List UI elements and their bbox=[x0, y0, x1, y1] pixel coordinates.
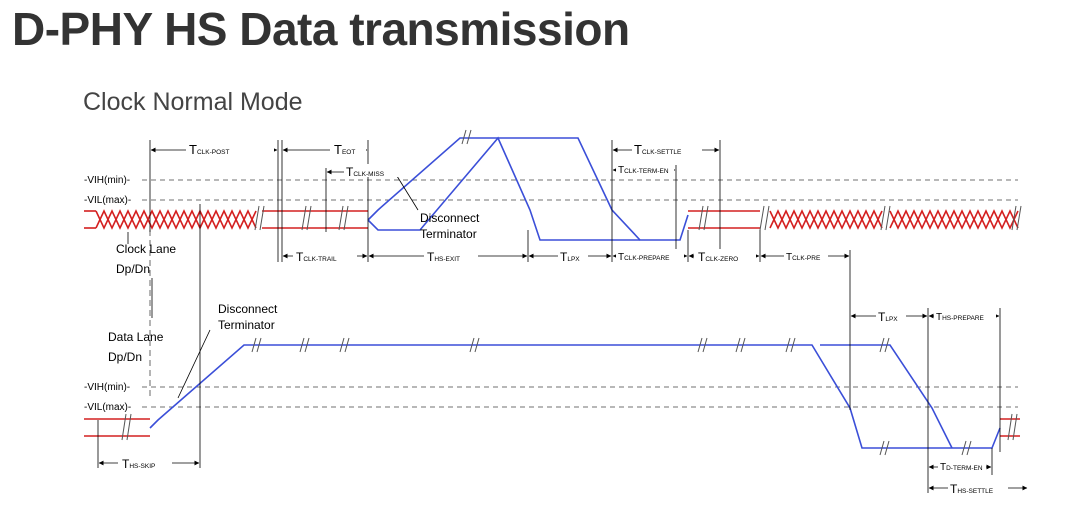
label-clk-zero: TCLK-ZERO bbox=[698, 250, 738, 264]
clock-lane-dpdn-label: Dp/Dn bbox=[116, 262, 150, 276]
label-hs-prepare: THS-PREPARE bbox=[936, 312, 985, 323]
break-mark bbox=[879, 337, 890, 353]
break-mark bbox=[961, 440, 972, 456]
terminator-label-data: Terminator bbox=[218, 318, 275, 332]
label-lpx-clk: TLPX bbox=[560, 250, 580, 264]
data-lane-red-signal bbox=[84, 418, 1020, 437]
break-mark bbox=[1011, 205, 1022, 231]
break-mark bbox=[251, 337, 262, 353]
break-marks bbox=[121, 129, 1022, 456]
vih-label-data: -VIH(min)- bbox=[84, 382, 130, 393]
break-mark bbox=[735, 337, 746, 353]
break-mark bbox=[121, 413, 132, 441]
label-hs-settle: THS-SETTLE bbox=[950, 482, 994, 496]
page-title: D-PHY HS Data transmission bbox=[12, 3, 630, 55]
data-lane-blue-signal bbox=[149, 344, 1001, 449]
label-hs-exit: THS-EXIT bbox=[427, 250, 460, 264]
break-mark bbox=[254, 205, 265, 231]
annotation-leaders bbox=[177, 167, 419, 399]
vil-label-clock: -VIL(max)- bbox=[84, 195, 131, 206]
disconnect-label-data: Disconnect bbox=[218, 302, 278, 316]
label-clk-post: TCLK-POST bbox=[189, 142, 229, 157]
break-mark bbox=[301, 205, 312, 231]
clock-lane-red-signal bbox=[84, 209, 1019, 230]
data-lane-label: Data Lane bbox=[108, 330, 164, 344]
disconnect-label-clock: Disconnect bbox=[420, 211, 480, 225]
level-lines bbox=[142, 179, 1018, 408]
break-mark bbox=[698, 205, 709, 231]
label-clk-settle: TCLK-SETTLE bbox=[634, 142, 682, 157]
label-clk-term-en: TCLK-TERM-EN bbox=[618, 165, 669, 176]
clock-lane-blue-signal bbox=[367, 136, 689, 241]
clock-lane-label: Clock Lane bbox=[116, 242, 176, 256]
label-lpx-data: TLPX bbox=[878, 310, 898, 324]
break-mark bbox=[697, 337, 708, 353]
timing-labels: TCLK-POST TEOT TCLK-MISS TCLK-SETTLE TCL… bbox=[118, 141, 1008, 496]
label-eot: TEOT bbox=[334, 142, 355, 157]
break-mark bbox=[338, 205, 349, 231]
label-clk-miss: TCLK-MISS bbox=[346, 165, 385, 179]
break-mark bbox=[759, 205, 770, 231]
label-clk-pre: TCLK-PRE bbox=[786, 252, 821, 263]
vil-label-data: -VIL(max)- bbox=[84, 402, 131, 413]
break-mark bbox=[1007, 413, 1018, 441]
terminator-label-clock: Terminator bbox=[420, 227, 477, 241]
vih-label-clock: -VIH(min)- bbox=[84, 175, 130, 186]
break-mark bbox=[299, 337, 310, 353]
label-d-term-en: TD-TERM-EN bbox=[940, 462, 983, 473]
break-mark bbox=[879, 440, 890, 456]
data-lane-dpdn-label: Dp/Dn bbox=[108, 350, 142, 364]
break-mark bbox=[461, 129, 472, 145]
break-mark bbox=[880, 205, 891, 231]
label-hs-skip: THS-SKIP bbox=[122, 457, 155, 471]
break-mark bbox=[469, 337, 480, 353]
timing-reference-lines bbox=[97, 140, 1001, 493]
break-mark bbox=[785, 337, 796, 353]
page-subtitle: Clock Normal Mode bbox=[83, 88, 303, 116]
label-clk-trail: TCLK-TRAIL bbox=[296, 250, 337, 264]
break-mark bbox=[339, 337, 350, 353]
label-clk-prepare: TCLK-PREPARE bbox=[618, 252, 670, 263]
